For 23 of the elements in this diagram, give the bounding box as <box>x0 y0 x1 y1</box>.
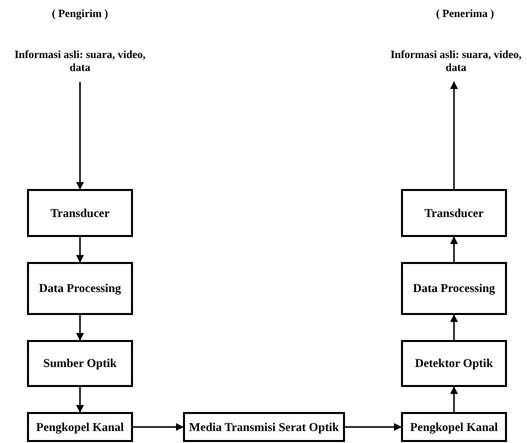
process-box: Detektor Optik <box>401 340 507 387</box>
process-box: Pengkopel Kanal <box>27 412 133 442</box>
arrow <box>450 81 458 189</box>
process-box: Data Processing <box>27 262 133 315</box>
arrow <box>450 386 458 412</box>
info-text: Informasi asli: suara, video, data <box>5 42 155 82</box>
arrow <box>76 387 84 413</box>
process-box: Transducer <box>27 189 133 237</box>
arrow <box>450 236 458 262</box>
process-box: Data Processing <box>401 262 507 315</box>
arrow <box>450 314 458 340</box>
role-heading: ( Penerima ) <box>434 8 496 20</box>
process-box: Transducer <box>401 189 507 237</box>
arrow <box>76 82 84 190</box>
role-heading: ( Pengirim ) <box>50 8 110 20</box>
arrow <box>133 423 184 431</box>
process-box: Pengkopel Kanal <box>401 412 507 442</box>
process-box: Media Transmisi Serat Optik <box>183 412 345 442</box>
info-text: Informasi asli: suara, video, data <box>385 42 527 82</box>
process-box: Sumber Optik <box>27 340 133 387</box>
arrow <box>345 423 402 431</box>
arrow <box>76 315 84 341</box>
arrow <box>76 237 84 263</box>
